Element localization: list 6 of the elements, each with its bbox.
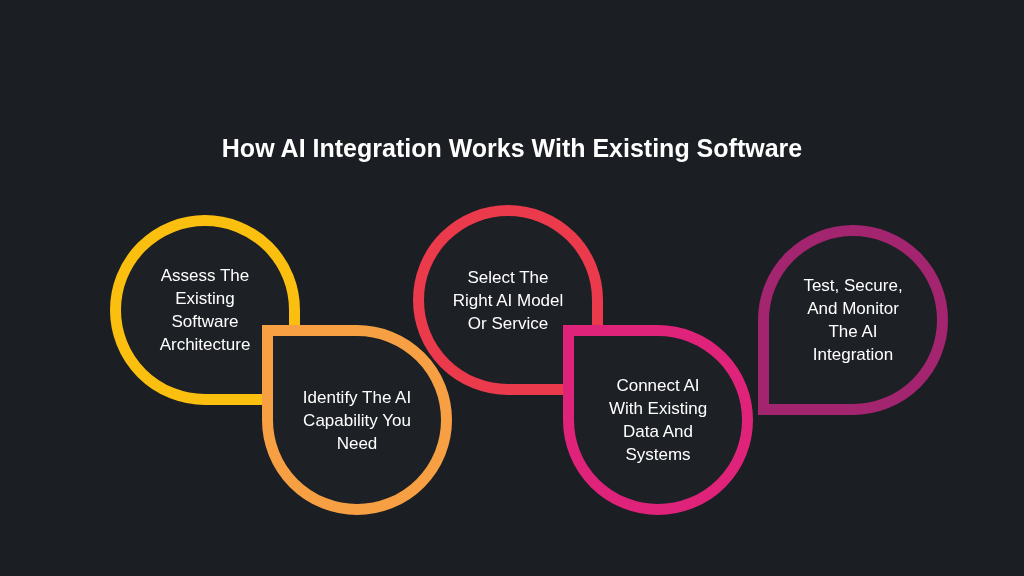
step-text: Test, Secure, And Monitor The AI Integration (802, 275, 904, 366)
step-text: Identify The AI Capability You Need (301, 386, 413, 455)
step-text: Connect AI With Existing Data And Systems (607, 375, 709, 466)
title: How AI Integration Works With Existing Software (221, 133, 803, 164)
step-text: Select The Right AI Model Or Service (451, 266, 565, 335)
step-text: Assess The Existing Software Architecture (158, 265, 252, 356)
